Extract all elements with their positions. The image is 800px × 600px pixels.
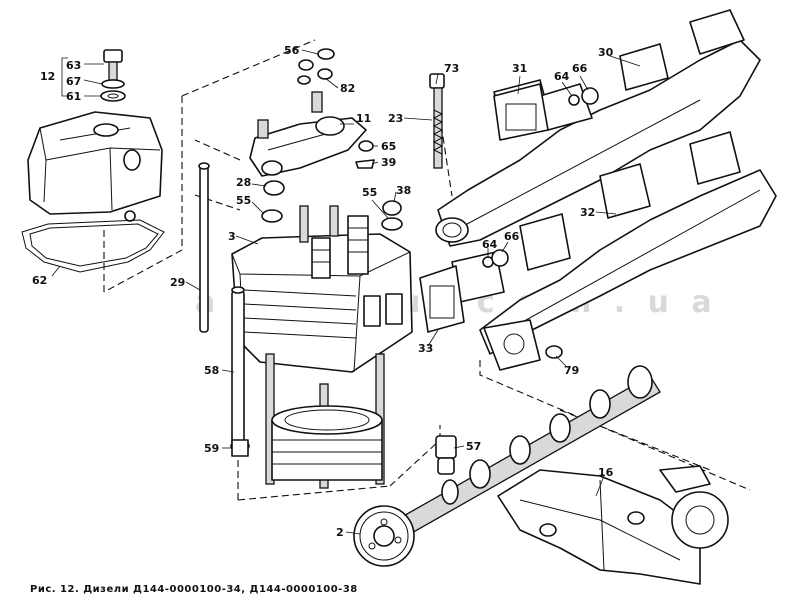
label-28: 28 — [236, 176, 251, 189]
label-61: 61 — [66, 90, 81, 103]
push-rod — [198, 162, 210, 333]
label-33: 33 — [418, 342, 433, 355]
label-29: 29 — [170, 276, 185, 289]
leader-lines — [51, 49, 641, 535]
label-64-lower: 64 — [482, 238, 498, 251]
washer-64a — [568, 94, 580, 106]
manifold-lower — [451, 131, 777, 371]
nut-38 — [382, 200, 402, 216]
label-31: 31 — [512, 62, 527, 75]
gasket-31 — [493, 83, 549, 141]
label-30: 30 — [598, 46, 614, 59]
gasket-33 — [419, 265, 465, 333]
label-66-lower: 66 — [504, 230, 520, 243]
label-58: 58 — [204, 364, 219, 377]
figure-caption: Рис. 12. Дизели Д144-0000100-34, Д144-00… — [30, 584, 358, 595]
manifold-upper — [435, 9, 761, 247]
label-59: 59 — [204, 442, 219, 455]
camshaft — [353, 365, 661, 567]
stud-tube — [230, 286, 250, 457]
label-66-upper: 66 — [572, 62, 588, 75]
label-55-right: 55 — [362, 186, 377, 199]
cover-gasket — [21, 219, 165, 273]
nut-66b — [491, 249, 509, 267]
cylinder-head — [231, 205, 413, 373]
label-38: 38 — [396, 184, 411, 197]
bracket — [497, 465, 729, 585]
label-57: 57 — [466, 440, 481, 453]
rocker-nuts — [297, 48, 335, 85]
label-3: 3 — [228, 230, 236, 243]
label-11: 11 — [356, 112, 371, 125]
label-67: 67 — [66, 75, 81, 88]
washer-55 — [261, 209, 283, 223]
label-82: 82 — [340, 82, 355, 95]
assembly-guide — [103, 39, 316, 293]
label-32: 32 — [580, 206, 595, 219]
nut-65 — [358, 140, 374, 152]
label-73: 73 — [444, 62, 459, 75]
cylinder-liner — [265, 353, 385, 489]
label-39: 39 — [381, 156, 396, 169]
label-56: 56 — [284, 44, 300, 57]
part-labels: 63 67 61 12 56 82 11 65 39 73 23 31 64 6… — [32, 44, 614, 539]
label-12: 12 — [40, 70, 55, 83]
clip-39 — [355, 159, 375, 169]
valve-cover — [27, 111, 163, 222]
rocker-assembly — [249, 91, 367, 177]
label-2: 2 — [336, 526, 344, 539]
label-23: 23 — [388, 112, 403, 125]
nut-28 — [263, 180, 285, 196]
assembly-guide — [194, 139, 241, 211]
label-55-left: 55 — [236, 194, 251, 207]
label-79: 79 — [564, 364, 579, 377]
cover-bolt-set — [100, 49, 126, 102]
washer-55-right — [381, 217, 403, 231]
label-64-upper: 64 — [554, 70, 570, 83]
nut-66a — [581, 87, 599, 105]
label-16: 16 — [598, 466, 614, 479]
plug-79 — [545, 345, 563, 359]
label-65: 65 — [381, 140, 396, 153]
cam-follower — [435, 435, 457, 475]
label-62: 62 — [32, 274, 47, 287]
injector — [429, 73, 445, 169]
label-63: 63 — [66, 59, 81, 72]
